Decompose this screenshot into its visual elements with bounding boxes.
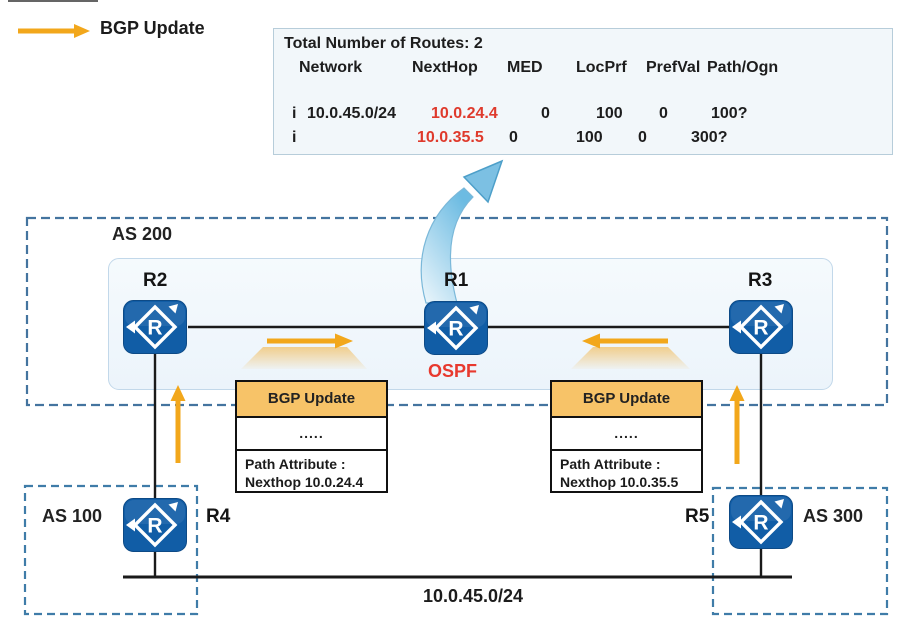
bgp-update-packet-right: BGP Update ..... Path Attribute : Nextho… <box>550 380 703 493</box>
route-row-nexthop: 10.0.35.5 <box>417 129 484 146</box>
packet-attr-label: Path Attribute : <box>245 456 346 472</box>
router-arrow-glyph <box>168 304 178 314</box>
route-row-path: 300? <box>691 129 728 146</box>
as300-zone-label: AS 300 <box>803 506 864 526</box>
cropped-top-artifact <box>8 0 98 2</box>
router-icon: R <box>147 317 162 340</box>
router-r5: R <box>728 494 794 550</box>
route-row-med: 0 <box>541 105 550 122</box>
router-arrow-glyph <box>168 502 178 512</box>
col-header-network: Network <box>299 59 363 76</box>
router-arrow-glyph <box>732 515 741 529</box>
router-icon: R <box>147 515 162 538</box>
bgp-route-table: Total Number of Routes: 2 Network NextHo… <box>273 28 893 155</box>
packet-title: BGP Update <box>552 382 701 418</box>
route-row-locprf: 100 <box>576 129 603 146</box>
router-r2: R <box>122 299 188 355</box>
packet-title: BGP Update <box>237 382 386 418</box>
ospf-protocol-label: OSPF <box>428 361 478 381</box>
router-arrow-glyph <box>774 304 784 314</box>
legend-arrowhead-icon <box>74 24 90 38</box>
router-r3: R <box>728 299 794 355</box>
col-header-locprf: LocPrf <box>576 59 627 76</box>
router-label-r1: R1 <box>444 270 469 291</box>
packet-attr-label: Path Attribute : <box>560 456 661 472</box>
router-arrow-glyph <box>427 321 436 335</box>
col-header-prefval: PrefVal <box>646 59 701 76</box>
router-r4: R <box>122 497 188 553</box>
route-row-flag: i <box>292 105 297 122</box>
col-header-nexthop: NextHop <box>412 59 478 76</box>
route-row-network: 10.0.45.0/24 <box>307 105 396 122</box>
packet-attr-value: Nexthop 10.0.24.4 <box>245 474 364 491</box>
route-row-prefval: 0 <box>659 105 668 122</box>
col-header-med: MED <box>507 59 543 76</box>
route-table-title: Total Number of Routes: 2 <box>284 35 483 52</box>
route-row-flag: i <box>292 129 297 146</box>
router-arrow-glyph <box>126 518 135 532</box>
as200-zone-label: AS 200 <box>112 224 173 244</box>
router-arrow-glyph <box>126 320 135 334</box>
router-icon: R <box>448 318 463 341</box>
network-segment-label: 10.0.45.0/24 <box>422 586 524 606</box>
packet-ellipsis: ..... <box>552 418 701 451</box>
router-r1: R <box>423 300 489 356</box>
bgp-update-packet-left: BGP Update ..... Path Attribute : Nextho… <box>235 380 388 493</box>
router-icon: R <box>753 512 768 535</box>
as100-zone-label: AS 100 <box>42 506 103 526</box>
router-arrow-glyph <box>732 320 741 334</box>
route-row-med: 0 <box>509 129 518 146</box>
router-label-r2: R2 <box>143 270 168 291</box>
legend-bgp-update-label: BGP Update <box>100 18 205 38</box>
route-row-prefval: 0 <box>638 129 647 146</box>
col-header-path-ogn: Path/Ogn <box>707 59 779 76</box>
route-row-path: 100? <box>711 105 748 122</box>
router-label-r4: R4 <box>206 506 231 527</box>
router-arrow-glyph <box>469 305 479 315</box>
router-label-r3: R3 <box>748 270 773 291</box>
router-icon: R <box>753 317 768 340</box>
router-label-r5: R5 <box>685 506 710 527</box>
route-row-locprf: 100 <box>596 105 623 122</box>
packet-ellipsis: ..... <box>237 418 386 451</box>
packet-attr-value: Nexthop 10.0.35.5 <box>560 474 679 491</box>
route-row-nexthop: 10.0.24.4 <box>431 105 498 122</box>
router-arrow-glyph <box>774 499 784 509</box>
